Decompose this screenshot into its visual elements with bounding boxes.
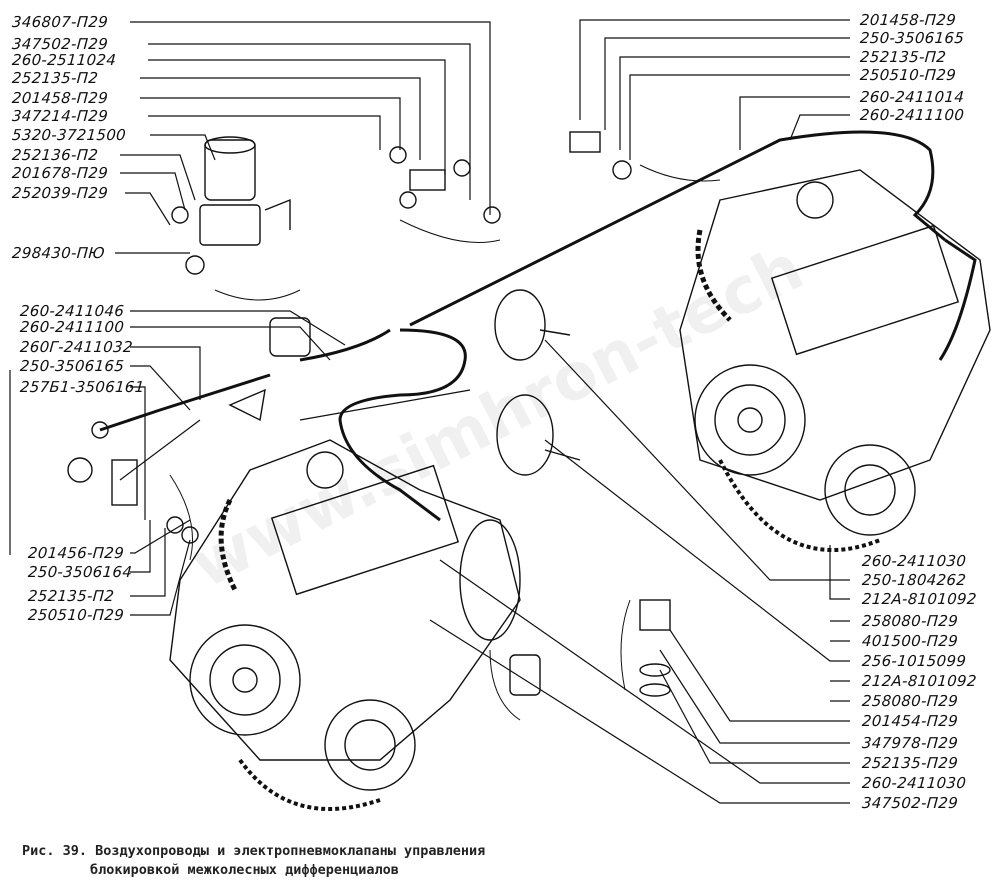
part-number-label: 250-3506164 [27,563,133,581]
part-number-label: 250-1804262 [861,571,967,589]
part-number-label: 347502-П29 [11,35,109,53]
solenoid-valve [171,136,291,275]
fittings [67,131,671,697]
part-number-label: 256-1015099 [861,652,967,670]
part-number-label: 201458-П29 [11,89,109,107]
part-number-label: 346807-П29 [11,13,109,31]
part-number-label: 260-2411030 [861,774,967,792]
part-number-label: 258080-П29 [861,692,959,710]
part-number-label: 212А-8101092 [861,672,978,690]
part-number-label: 5320-3721500 [11,126,127,144]
part-number-label: 298430-ПЮ [11,244,106,262]
part-number-label: 252039-П29 [11,184,109,202]
part-number-label: 257Б1-3506161 [19,378,146,396]
left-axle-differential [169,439,521,811]
air-pipes [99,130,977,522]
part-number-label: 258080-П29 [861,612,959,630]
caption-line-2: блокировкой межколесных дифференциалов [90,862,399,878]
clamps [494,289,581,476]
part-number-label: 347214-П29 [11,107,109,125]
part-number-label: 260-2411046 [19,302,125,320]
part-number-label: 252135-П2 [27,587,115,605]
caption-line-1: Рис. 39. Воздухопроводы и электропневмок… [22,843,486,859]
part-number-label: 260-2411030 [861,552,967,570]
part-number-label: 252135-П2 [859,48,947,66]
part-number-label: 260Г-2411032 [19,338,134,356]
part-number-label: 260-2411014 [859,88,965,106]
part-number-label: 212А-8101092 [861,590,978,608]
leader-lines [9,19,850,804]
part-number-label: 252135-П29 [861,754,959,772]
part-number-label: 250510-П29 [859,66,957,84]
part-number-label: 260-2411100 [19,318,125,336]
part-number-label: 201454-П29 [861,712,959,730]
part-number-label: 260-2511024 [11,51,117,69]
part-number-label: 250-3506165 [19,357,125,375]
part-number-label: 250510-П29 [27,606,125,624]
part-number-label: 201458-П29 [859,11,957,29]
part-number-label: 252136-П2 [11,146,99,164]
part-number-label: 201456-П29 [27,544,125,562]
view-arcs [169,164,721,721]
part-number-label: 401500-П29 [861,632,959,650]
part-number-label: 252135-П2 [11,69,99,87]
right-axle-differential [679,169,991,552]
part-number-label: 201678-П29 [11,164,109,182]
part-number-label: 260-2411100 [859,106,965,124]
part-number-label: 347978-П29 [861,734,959,752]
part-number-label: 250-3506165 [859,29,965,47]
part-number-label: 347502-П29 [861,794,959,812]
